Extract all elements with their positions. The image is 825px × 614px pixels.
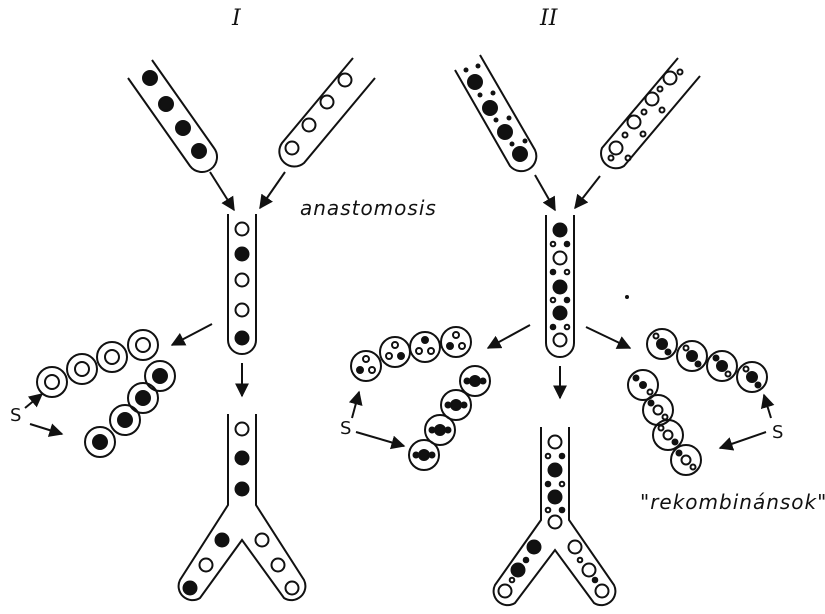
panel-label-2: II — [540, 6, 557, 31]
s-label-panel-1: S — [10, 405, 21, 426]
hypha-parent-light-2 — [601, 58, 700, 168]
hypha-parent-light — [279, 58, 375, 167]
s-label-panel-2-left: S — [340, 418, 351, 439]
conidia-chain-recombinant-3 — [647, 329, 767, 392]
anastomosis-label: anastomosis — [300, 196, 437, 220]
conidia-chain-light — [37, 330, 158, 397]
panel-label-1: I — [232, 6, 241, 31]
hypha-branching — [179, 414, 306, 600]
conidia-chain-recombinant-2 — [409, 366, 490, 470]
panel-2 — [351, 55, 771, 605]
panel-1 — [25, 58, 375, 600]
s-label-panel-2-right: S — [772, 422, 783, 443]
recombinants-label: "rekombinánsok" — [640, 490, 825, 514]
conidia-chain-recombinant-1 — [351, 327, 471, 381]
conidia-chain-recombinant-4 — [628, 370, 701, 475]
conidia-chain-dark — [85, 361, 175, 457]
